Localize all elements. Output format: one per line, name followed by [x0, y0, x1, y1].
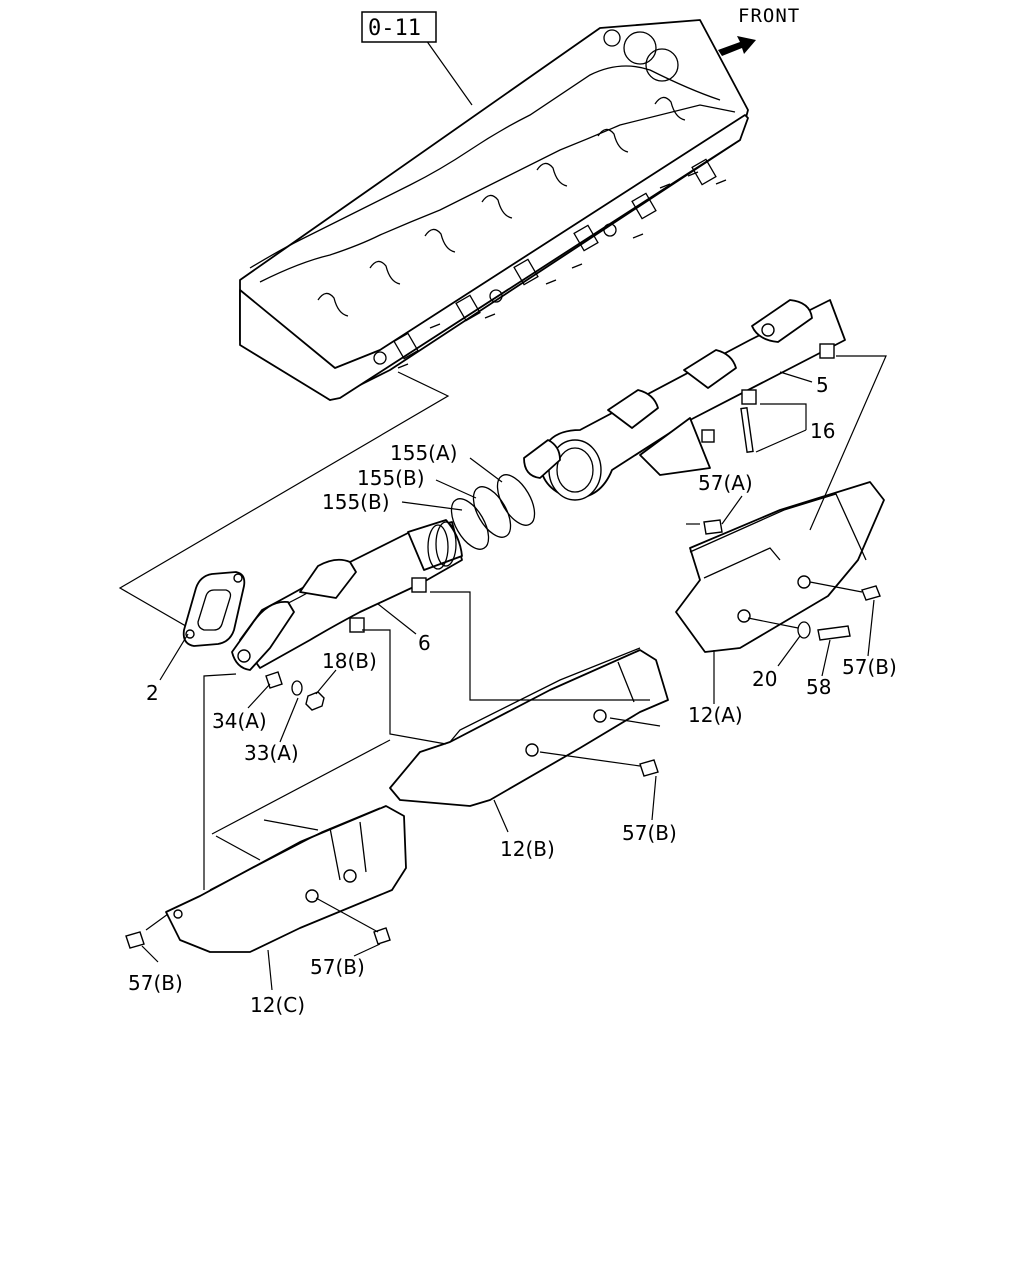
front-manifold-6 [231, 519, 463, 671]
callout-18b: 18(B) [322, 649, 377, 673]
callout-57b-right: 57(B) [842, 655, 897, 679]
reference-box [361, 11, 437, 43]
front-label: FRONT [738, 5, 800, 27]
heat-shield-12b [389, 647, 669, 807]
leader-lines [141, 355, 887, 991]
front-arrow-icon [718, 36, 756, 56]
cylinder-head [239, 19, 749, 401]
callout-155a: 155(A) [390, 441, 457, 465]
rear-manifold-5 [523, 299, 846, 501]
heat-shield-12c [165, 805, 407, 953]
callout-20: 20 [752, 667, 777, 691]
callout-12c: 12(C) [250, 993, 305, 1017]
callout-34a: 34(A) [212, 709, 267, 733]
gasket-2 [182, 571, 246, 647]
callout-33a: 33(A) [244, 741, 299, 765]
heat-shield-12a [675, 481, 885, 653]
stud-16 [740, 407, 754, 453]
seal-rings-155 [450, 474, 536, 550]
reference-label: 0-11 [368, 16, 421, 41]
callout-5: 5 [816, 373, 829, 397]
callout-12b: 12(B) [500, 837, 555, 861]
callout-2: 2 [146, 681, 159, 705]
callout-6: 6 [418, 631, 431, 655]
callout-16: 16 [810, 419, 835, 443]
callout-155b-lower: 155(B) [322, 490, 390, 514]
callout-12a: 12(A) [688, 703, 743, 727]
callout-57b-mid: 57(B) [622, 821, 677, 845]
callout-57b-left: 57(B) [128, 971, 183, 995]
fasteners [125, 519, 881, 949]
callout-57b-bottom: 57(B) [310, 955, 365, 979]
callout-57a: 57(A) [698, 471, 753, 495]
callout-155b-upper: 155(B) [357, 466, 425, 490]
callout-58: 58 [806, 675, 831, 699]
callout-labels: 155(A) 155(B) 155(B) 5 16 57(A) 57(B) 20… [128, 373, 897, 1017]
